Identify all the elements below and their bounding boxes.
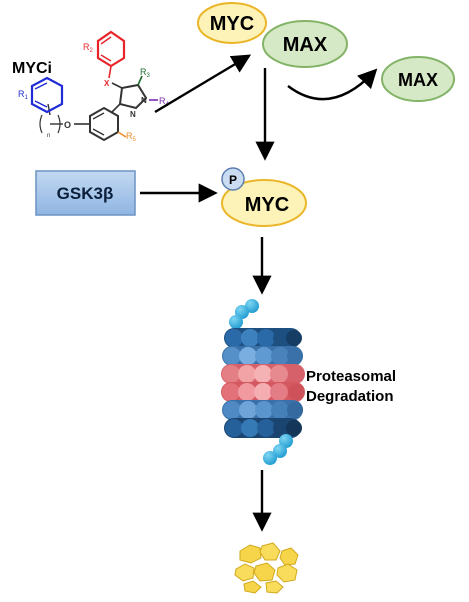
proteasome-ring-bottom: [224, 418, 302, 438]
phosphate-label: P: [229, 173, 237, 187]
r3-label: R3: [140, 67, 151, 79]
x-linker-label: X: [104, 79, 110, 88]
r1-ring: [30, 76, 64, 114]
max-release-arrow: [287, 68, 378, 101]
gsk3b-box: GSK3β: [35, 170, 136, 216]
r2-label: R2: [83, 42, 94, 54]
r1-label: R1: [18, 89, 29, 101]
n-subscript: n: [47, 133, 50, 139]
proteasomal-label: Proteasomal: [306, 368, 396, 385]
proteasome-ring-5: [222, 400, 303, 420]
myci-label: MYCi: [12, 60, 52, 77]
myc-label: MYC: [210, 13, 254, 35]
proteasome-ring-4: [221, 382, 305, 402]
degradation-label: Degradation: [306, 388, 394, 405]
myci-molecule: MYCi R2 X R3 N N R4 R5 O n: [12, 30, 170, 143]
gsk3b-rect: [35, 170, 136, 216]
pyrazole-ring: [118, 83, 148, 110]
proteasome-ring-2: [222, 346, 303, 366]
oxygen-label: O: [64, 120, 71, 130]
r5-label: R5: [126, 131, 137, 143]
n2-label: N: [130, 110, 136, 119]
proteasome-icon: [221, 299, 305, 465]
peptide-fragments: [234, 542, 299, 594]
phospho-myc: MYC P: [221, 167, 307, 227]
released-max: MAX: [381, 56, 455, 102]
proteasome-ring-top: [224, 328, 302, 348]
proteasome-ring-3: [221, 364, 305, 384]
max-ellipse: [262, 20, 348, 68]
pmyc-label: MYC: [245, 194, 289, 216]
pmyc-ellipse: [221, 179, 307, 227]
phenyl-ring: [89, 106, 119, 142]
myci-to-complex-arrow: [154, 54, 252, 114]
phosphate-circle: [221, 167, 245, 191]
released-max-label: MAX: [398, 70, 438, 90]
myc-ellipse: [197, 2, 267, 44]
gsk3b-label: GSK3β: [57, 184, 114, 203]
max-label: MAX: [283, 34, 328, 56]
n1-label: N: [141, 96, 147, 105]
released-max-ellipse: [381, 56, 455, 102]
myc-max-complex: MAX MYC: [197, 2, 348, 68]
